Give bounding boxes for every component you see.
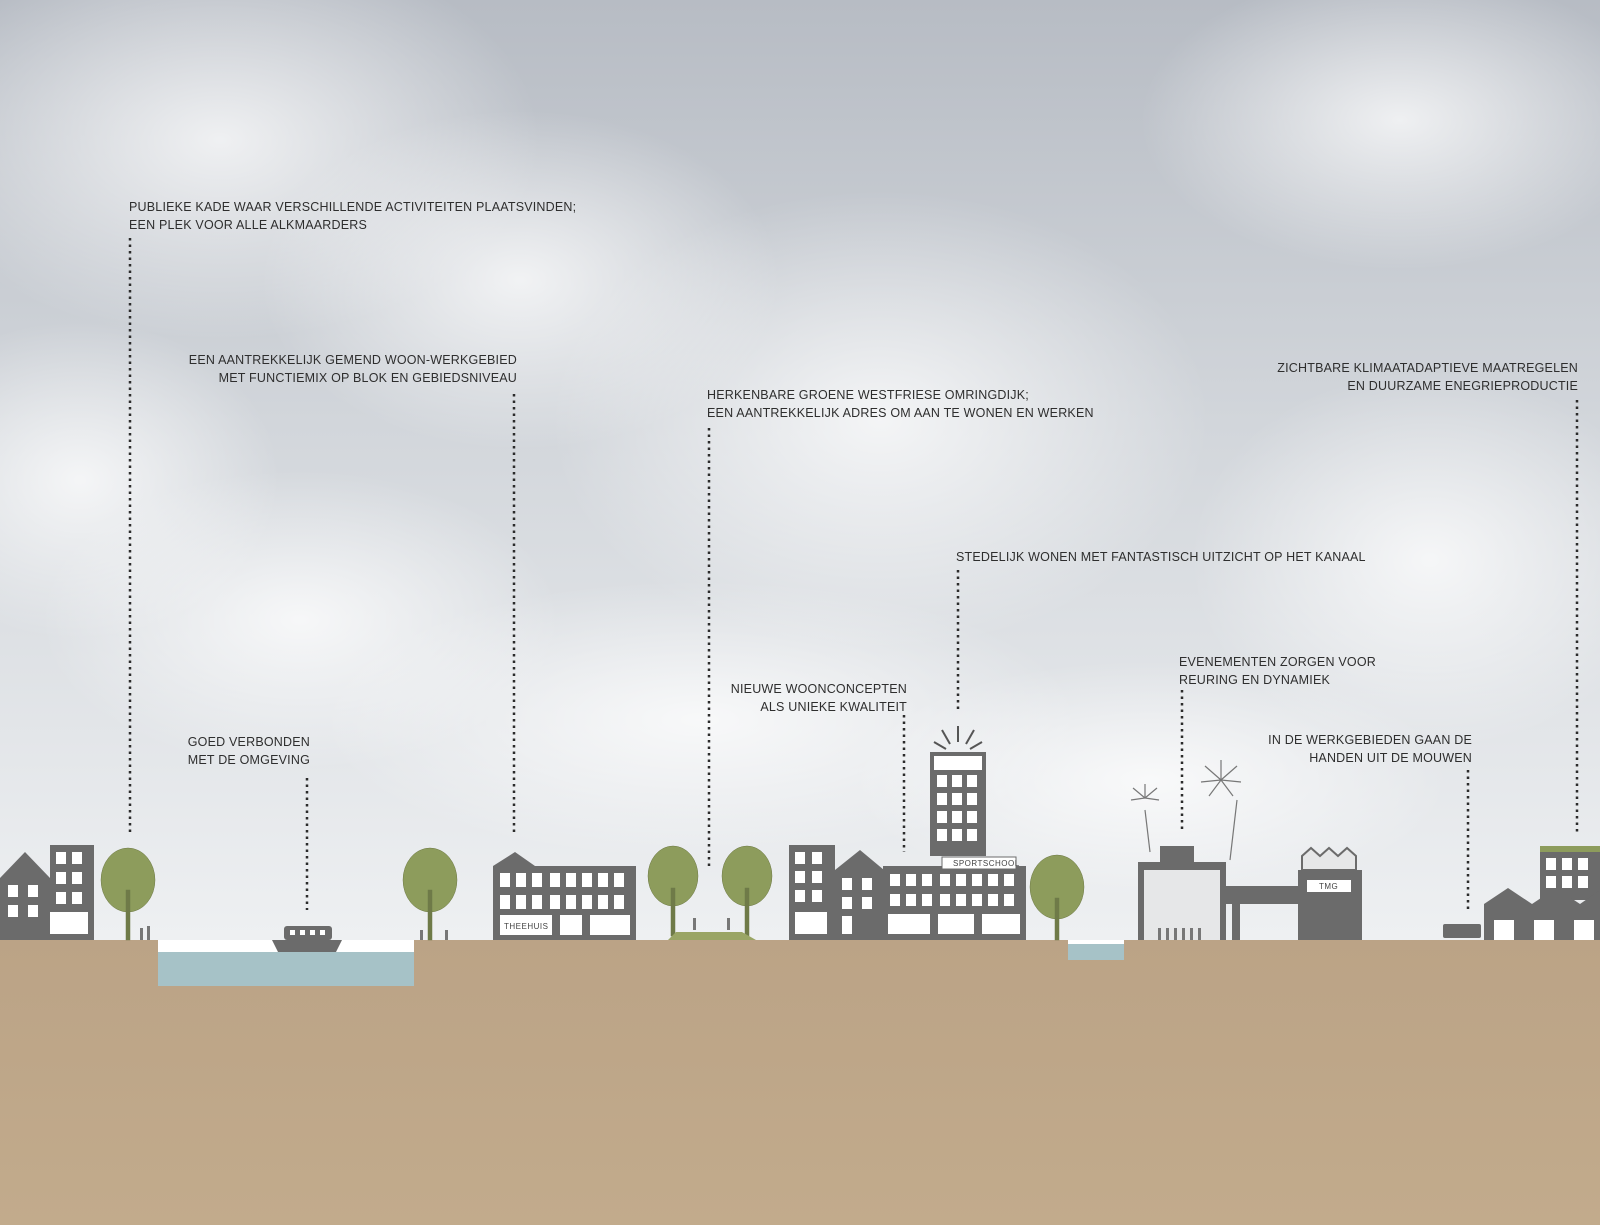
annotation-omringdijk: HERKENBARE GROENE WESTFRIESE OMRINGDIJK;…: [707, 387, 1094, 422]
ground: [0, 940, 1600, 1225]
building-left-houses: [0, 845, 94, 940]
annotation-klimaat-line-1: ZICHTBARE KLIMAATADAPTIEVE MAATREGELEN: [1277, 361, 1578, 375]
building-tower-sportschool: SPORTSCHOOL: [883, 726, 1026, 940]
annotation-woonconcepten-line-1: NIEUWE WOONCONCEPTEN: [730, 682, 907, 696]
annotation-woon-werk: EEN AANTREKKELIJK GEMEND WOON-WERKGEBIED…: [189, 352, 517, 387]
clouds: [0, 0, 1600, 900]
annotation-evenementen-line-2: REURING EN DYNAMIEK: [1179, 672, 1331, 687]
sign-tmg: TMG: [1319, 882, 1338, 891]
building-event-hall: TMG: [1130, 760, 1362, 940]
boat: [272, 926, 342, 952]
building-housing-block: [789, 845, 884, 940]
annotation-kade-line-1: PUBLIEKE KADE WAAR VERSCHILLENDE ACTIVIT…: [129, 200, 577, 214]
annotation-kade: PUBLIEKE KADE WAAR VERSCHILLENDE ACTIVIT…: [129, 199, 576, 234]
people: [140, 918, 730, 940]
annotation-woon-werk-line-1: EEN AANTREKKELIJK GEMEND WOON-WERKGEBIED: [188, 353, 517, 367]
annotation-verbonden-line-2: MET DE OMGEVING: [187, 752, 310, 767]
annotation-stedelijk: STEDELIJK WONEN MET FANTASTISCH UITZICHT…: [956, 549, 1366, 567]
annotation-klimaat: ZICHTBARE KLIMAATADAPTIEVE MAATREGELEN E…: [1277, 360, 1578, 395]
annotation-omringdijk-line-1: HERKENBARE GROENE WESTFRIESE OMRINGDIJK;: [707, 388, 1029, 402]
sign-sportschool: SPORTSCHOOL: [953, 859, 1020, 868]
annotation-evenementen-line-1: EVENEMENTEN ZORGEN VOOR: [1179, 655, 1376, 669]
annotation-verbonden: GOED VERBONDEN MET DE OMGEVING: [188, 734, 310, 769]
annotation-verbonden-line-1: GOED VERBONDEN: [187, 735, 310, 749]
annotation-woonconcepten: NIEUWE WOONCONCEPTEN ALS UNIEKE KWALITEI…: [731, 681, 907, 716]
leader-lines: [128, 238, 1579, 912]
annotation-omringdijk-line-2: EEN AANTREKKELIJK ADRES OM AAN TE WONEN …: [707, 405, 1094, 420]
annotation-werkgebieden-line-2: HANDEN UIT DE MOUWEN: [1309, 750, 1472, 765]
annotation-woonconcepten-line-2: ALS UNIEKE KWALITEIT: [760, 699, 907, 714]
trees: [100, 845, 1085, 941]
annotation-werkgebieden-line-1: IN DE WERKGEBIEDEN GAAN DE: [1268, 733, 1472, 747]
building-right-industrial: [1443, 846, 1600, 940]
ditch-water: [1068, 944, 1124, 960]
annotation-werkgebieden: IN DE WERKGEBIEDEN GAAN DE HANDEN UIT DE…: [1268, 732, 1472, 767]
building-theehuis: THEEHUIS: [493, 852, 636, 940]
annotation-stedelijk-line-1: STEDELIJK WONEN MET FANTASTISCH UITZICHT…: [956, 550, 1366, 564]
annotation-woon-werk-line-2: MET FUNCTIEMIX OP BLOK EN GEBIEDSNIVEAU: [218, 370, 517, 385]
sign-theehuis: THEEHUIS: [504, 922, 548, 931]
annotation-evenementen: EVENEMENTEN ZORGEN VOOR REURING EN DYNAM…: [1179, 654, 1376, 689]
dike: [668, 932, 756, 940]
canal-water: [158, 952, 414, 986]
annotation-klimaat-line-2: EN DUURZAME ENEGRIEPRODUCTIE: [1347, 378, 1578, 393]
annotation-kade-line-2: EEN PLEK VOOR ALLE ALKMAARDERS: [129, 217, 368, 232]
